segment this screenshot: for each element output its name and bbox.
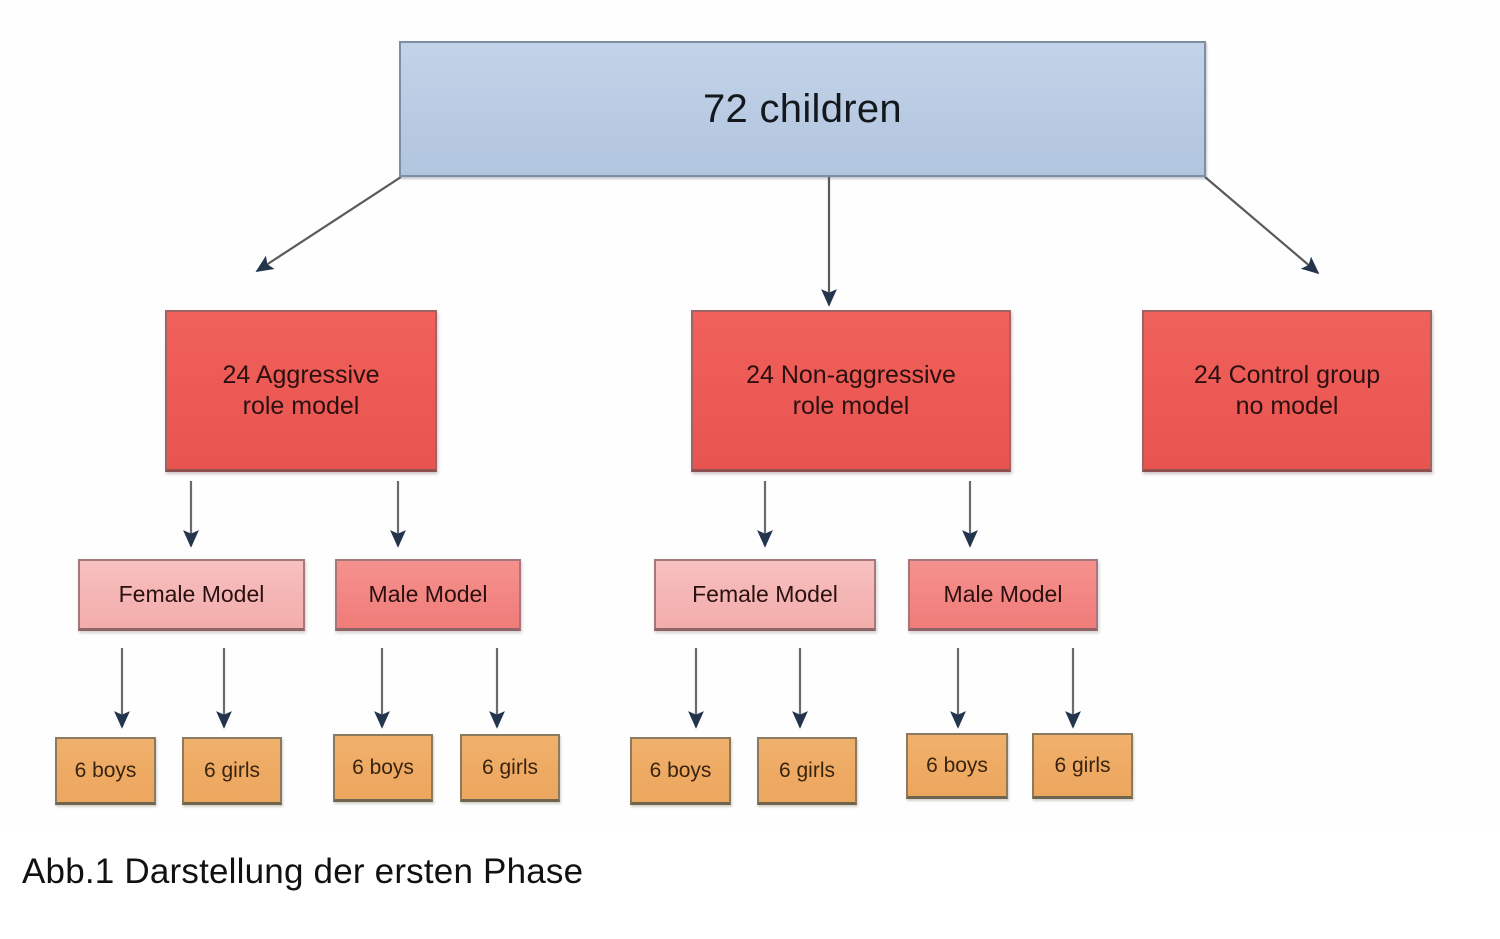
participant-node-non-aggressive-male-girls[interactable]: 6 girls bbox=[1032, 733, 1133, 799]
model-node-non-aggressive-male-model[interactable]: Male Model bbox=[908, 559, 1098, 631]
model-node-aggressive-male-model[interactable]: Male Model bbox=[335, 559, 521, 631]
model-node-aggressive-female-model[interactable]: Female Model bbox=[78, 559, 305, 631]
model-node-non-aggressive-female-model[interactable]: Female Model bbox=[654, 559, 876, 631]
root-node-72-children[interactable]: 72 children bbox=[399, 41, 1206, 177]
participant-node-aggressive-female-girls[interactable]: 6 girls bbox=[182, 737, 282, 805]
flowchart-diagram: 72 children 24 Aggressive role model 24 … bbox=[55, 41, 1432, 805]
connector-root-to-condition-1 bbox=[255, 176, 402, 272]
participant-node-non-aggressive-female-girls[interactable]: 6 girls bbox=[757, 737, 857, 805]
condition-node-aggressive-role-model[interactable]: 24 Aggressive role model bbox=[165, 310, 437, 472]
connector-root-to-condition-3 bbox=[1204, 176, 1320, 275]
condition-node-control-group[interactable]: 24 Control group no model bbox=[1142, 310, 1432, 472]
participant-node-non-aggressive-female-boys[interactable]: 6 boys bbox=[630, 737, 731, 805]
participant-node-aggressive-male-girls[interactable]: 6 girls bbox=[460, 734, 560, 802]
participant-node-aggressive-male-boys[interactable]: 6 boys bbox=[333, 734, 433, 802]
participant-node-non-aggressive-male-boys[interactable]: 6 boys bbox=[906, 733, 1008, 799]
condition-node-non-aggressive-role-model[interactable]: 24 Non-aggressive role model bbox=[691, 310, 1011, 472]
figure-caption: Abb.1 Darstellung der ersten Phase bbox=[22, 852, 584, 891]
participant-node-aggressive-female-boys[interactable]: 6 boys bbox=[55, 737, 156, 805]
